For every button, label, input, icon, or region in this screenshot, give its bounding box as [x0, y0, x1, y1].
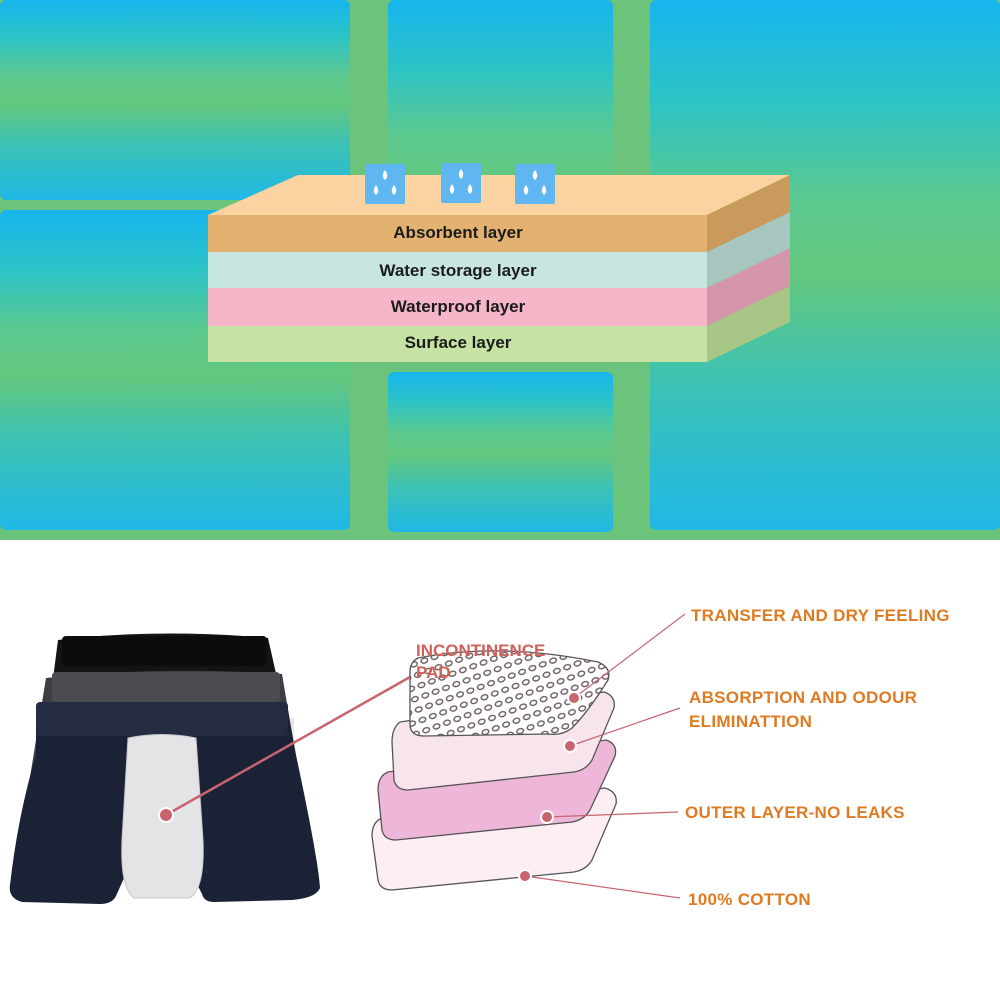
outer-pointer-dot: [540, 810, 554, 824]
water-drops-icon: [515, 164, 555, 204]
layer-side-water-storage: [707, 212, 790, 288]
layered-pad-diagram: [208, 163, 790, 362]
layer-label-waterproof: Waterproof layer: [390, 297, 526, 316]
callout-absorption: ABSORPTION AND ODOUR ELIMINATTION: [689, 686, 917, 734]
layer-side-surface: [707, 286, 790, 362]
layer-side-absorbent: [707, 175, 790, 252]
absorption-pointer-line: [569, 707, 681, 747]
outer-pointer-line: [546, 811, 679, 818]
callout-transfer: TRANSFER AND DRY FEELING: [691, 604, 950, 628]
callout-line: ELIMINATTION: [689, 712, 813, 731]
navy-waistband: [36, 702, 288, 736]
layer-front-waterproof: [208, 288, 707, 326]
exploded-pad-layers: [371, 650, 617, 891]
layer-side-waterproof: [707, 248, 790, 326]
layer-front-absorbent: [208, 215, 707, 252]
layer-label-absorbent: Absorbent layer: [393, 223, 523, 242]
layer-front-water-storage: [208, 252, 707, 288]
black-waistband: [62, 636, 267, 666]
cotton-pointer-dot: [518, 869, 532, 883]
background-tile: [388, 372, 613, 532]
callout-line: 100% COTTON: [688, 890, 811, 909]
pad-label-line: PAD: [416, 663, 451, 682]
layer-label-water-storage: Water storage layer: [379, 261, 537, 280]
callout-line: OUTER LAYER-NO LEAKS: [685, 803, 905, 822]
water-drops-icon: [441, 163, 481, 203]
pad-pointer-line: [165, 675, 411, 817]
grey-waistband: [52, 672, 280, 702]
underwear-photo: [9, 633, 320, 904]
cotton-pointer-line: [524, 875, 681, 899]
transfer-pointer-dot: [567, 691, 581, 705]
callout-pointers: [158, 613, 686, 899]
callout-line: ABSORPTION AND ODOUR: [689, 688, 918, 707]
layer-front-surface: [208, 326, 707, 362]
absorption-pointer-dot: [563, 739, 577, 753]
pad-pointer-dot: [158, 807, 174, 823]
callout-outer-layer: OUTER LAYER-NO LEAKS: [685, 801, 905, 825]
callout-cotton: 100% COTTON: [688, 888, 811, 912]
pad-top-face: [208, 175, 790, 215]
underwear-diagram: [9, 613, 686, 904]
background-tile: [0, 0, 350, 200]
layers-panel: Absorbent layer Water storage layer Wate…: [0, 0, 1000, 540]
incontinence-pad-label: INCONTINENCE PAD: [416, 640, 545, 684]
callout-line: TRANSFER AND DRY FEELING: [691, 606, 950, 625]
underwear-panel: INCONTINENCE PAD TRANSFER AND DRY FEELIN…: [0, 540, 1000, 1000]
pad-layer-transfer: [409, 650, 610, 737]
water-drops-icon: [365, 164, 405, 204]
pad-label-line: INCONTINENCE: [416, 641, 546, 660]
transfer-pointer-line: [573, 613, 686, 699]
layer-label-surface: Surface layer: [404, 333, 512, 352]
